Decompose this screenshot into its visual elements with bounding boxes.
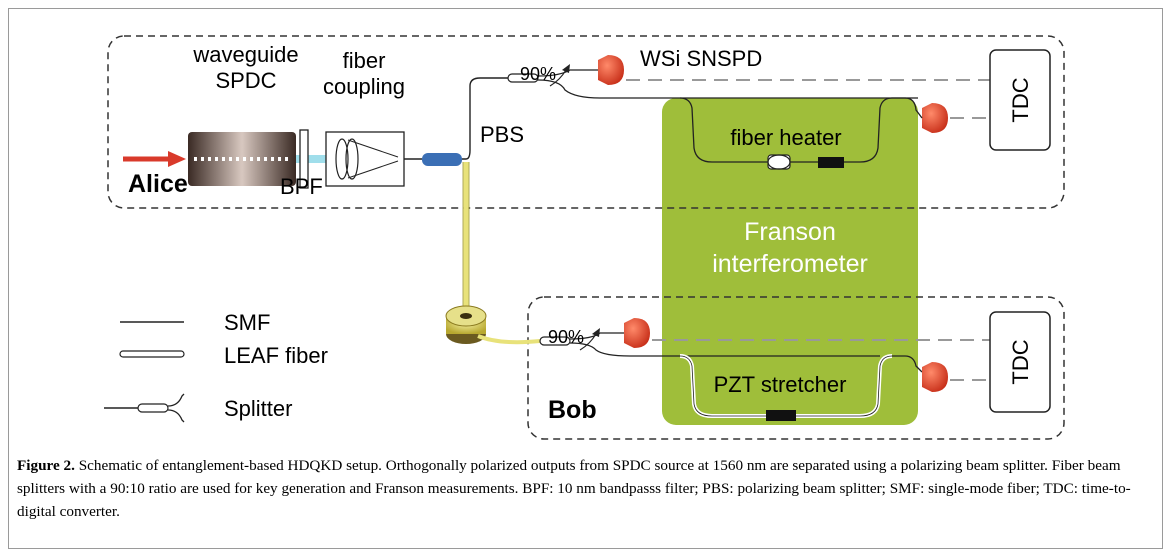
alice-splitter xyxy=(507,73,539,83)
label-pzt: PZT stretcher xyxy=(714,372,847,397)
legend-smf-label: SMF xyxy=(224,310,270,335)
bob-detector-2 xyxy=(922,362,948,392)
bob-splitter xyxy=(539,336,571,346)
label-spdc: SPDC xyxy=(215,68,276,93)
pbs-to-alice-fiber xyxy=(462,77,508,160)
bob-ratio-arrow xyxy=(579,333,597,351)
alice-interferometer-upper xyxy=(679,97,905,163)
fiber-heater-element xyxy=(767,154,844,170)
label-interferometer: interferometer xyxy=(712,250,868,278)
label-waveguide: waveguide xyxy=(192,42,298,67)
bob-detector-1 xyxy=(606,318,650,348)
alice-split-down xyxy=(537,79,880,99)
label-alice: Alice xyxy=(128,170,188,198)
label-fiber-heater: fiber heater xyxy=(730,125,841,150)
label-tdc-bottom: TDC xyxy=(1008,339,1033,384)
alice-box xyxy=(107,35,1065,209)
alice-tdc-box xyxy=(989,49,1051,151)
bob-split-up xyxy=(569,332,606,340)
label-bpf: BPF xyxy=(280,174,323,199)
pbs-splitter xyxy=(422,153,462,166)
waveguide-crystal xyxy=(188,132,296,186)
caption-text: Schematic of entanglement-based HDQKD se… xyxy=(17,457,1131,520)
alice-detector-1 xyxy=(580,55,624,85)
caption-label: Figure 2. xyxy=(17,457,75,474)
label-franson: Franson xyxy=(744,218,836,246)
legend-leaf-label: LEAF fiber xyxy=(224,343,328,368)
alice-detector-2 xyxy=(880,97,948,133)
label-fiber: fiber xyxy=(343,48,386,73)
label-coupling: coupling xyxy=(323,74,405,99)
alice-ratio-arrowhead xyxy=(562,64,570,73)
figure-frame xyxy=(8,8,1163,549)
label-tdc-top: TDC xyxy=(1008,77,1033,122)
legend-splitter-label: Splitter xyxy=(224,396,292,421)
label-ratio-top: 90% xyxy=(520,64,556,84)
bob-split-down xyxy=(569,342,880,357)
bpf-filter xyxy=(299,129,309,189)
setup-diagram: waveguide SPDC fiber coupling Alice BPF … xyxy=(104,35,1065,440)
franson-region xyxy=(662,98,918,425)
alice-split-up xyxy=(537,69,580,77)
fiber-coupler xyxy=(325,131,422,187)
pzt-element xyxy=(766,410,796,421)
leaf-fiber-down-outline xyxy=(462,162,470,318)
alice-ratio-arrow xyxy=(549,69,567,87)
figure-caption: Figure 2. Schematic of entanglement-base… xyxy=(17,454,1157,523)
label-detector: WSi SNSPD xyxy=(640,46,762,71)
legend-leaf-glyph xyxy=(119,350,185,358)
fiber-spool xyxy=(445,305,487,344)
legend-splitter-glyph xyxy=(104,393,185,423)
spool-to-bob-fiber xyxy=(477,334,541,345)
bob-ratio-arrowhead xyxy=(592,328,600,337)
label-pbs: PBS xyxy=(480,122,524,147)
bob-box xyxy=(527,296,1065,440)
bob-tdc-box xyxy=(989,311,1051,413)
pump-arrow xyxy=(123,151,186,167)
bob-to-det2 xyxy=(892,355,923,373)
label-bob: Bob xyxy=(548,396,597,424)
label-ratio-bottom: 90% xyxy=(548,327,584,347)
